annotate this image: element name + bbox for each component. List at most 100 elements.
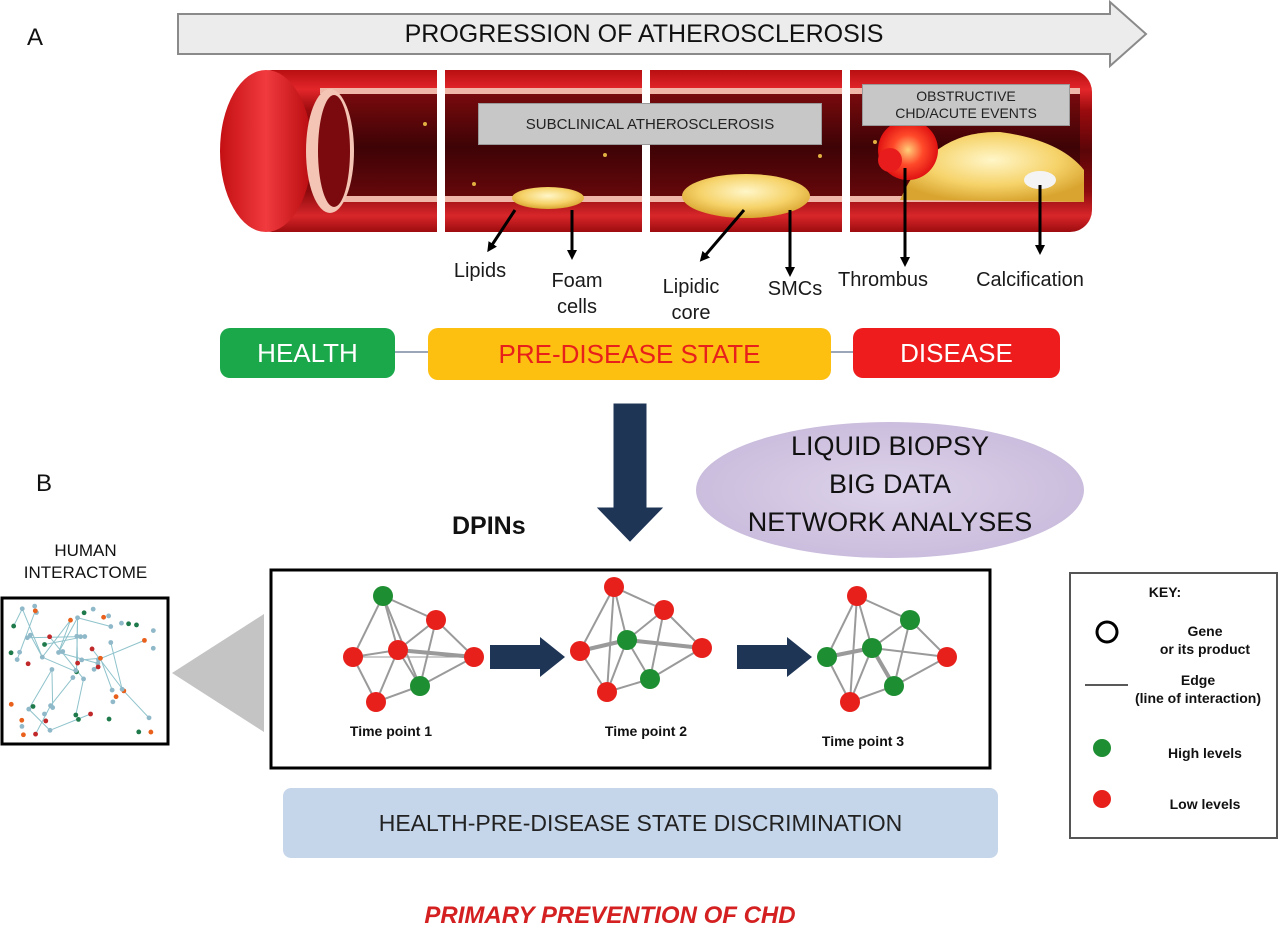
interactome-box — [0, 596, 170, 746]
feature-lipids-text: Lipids — [453, 260, 507, 282]
time-point-3-label: Time point 3 — [821, 733, 905, 749]
conclusion-text: PRIMARY PREVENTION OF CHD — [424, 902, 796, 929]
feature-smcs: SMCs — [755, 276, 835, 302]
health-stage: HEALTH — [220, 328, 395, 378]
interactome-node — [26, 706, 32, 712]
interactome-node — [95, 660, 101, 666]
progression-title: PROGRESSION OF ATHEROSCLEROSIS — [404, 19, 884, 48]
interactome-node — [74, 633, 80, 639]
interactome-node — [108, 624, 114, 629]
interactome-node — [19, 717, 25, 723]
interactome-edge — [28, 708, 51, 731]
interactome-edge — [75, 678, 85, 716]
interactome-node — [78, 634, 84, 640]
interactome-node — [108, 640, 114, 645]
discrimination-box: HEALTH-PRE-DISEASE STATE DISCRIMINATION — [283, 788, 998, 858]
interactome-node — [146, 715, 152, 721]
tools-text: LIQUID BIOPSY BIG DATA NETWORK ANALYSES — [690, 427, 1090, 541]
interactome-node — [98, 655, 103, 661]
interactome-graph — [8, 603, 156, 738]
interactome-node — [47, 727, 53, 733]
feature-thrombus: Thrombus — [828, 267, 938, 293]
interactome-node — [17, 649, 23, 655]
interactome-edge — [91, 648, 125, 692]
obstructive-label: OBSTRUCTIVE CHD/ACUTE EVENTS — [862, 84, 1070, 126]
feature-foam-cells: Foam cells — [537, 268, 617, 320]
feature-calcification-text: Calcification — [976, 269, 1084, 291]
key-gene-line1: Gene — [1187, 623, 1223, 639]
network-time-point-2 — [570, 577, 712, 702]
interactome-line1: HUMAN — [54, 541, 117, 560]
tools-oval — [696, 422, 1084, 558]
interactome-node — [8, 701, 14, 707]
interactome-node — [11, 623, 17, 629]
interactome-edge — [58, 620, 71, 653]
interactome-node — [110, 699, 116, 705]
interactome-edge — [99, 658, 113, 691]
interactome-node — [42, 711, 47, 717]
panel-a-label: A — [27, 24, 44, 51]
interactome-node — [119, 620, 124, 626]
interactome-edge — [28, 669, 53, 710]
interactome-node — [32, 603, 38, 609]
interactome-node — [19, 724, 25, 729]
interactome-node — [60, 649, 66, 654]
interactome-node — [19, 606, 25, 612]
progression-arrow — [177, 0, 1148, 69]
interactome-edge — [121, 688, 150, 719]
interactome-edge — [50, 677, 74, 706]
network-time-point-1 — [343, 586, 484, 712]
interactome-node — [101, 614, 107, 620]
interactome-node — [30, 704, 36, 709]
gene-symbol-icon — [1095, 620, 1119, 644]
left-triangle — [172, 614, 264, 732]
tools-line2: BIG DATA — [828, 469, 951, 499]
down-arrow — [596, 403, 664, 542]
key-edge: Edge (line of interaction) — [1120, 671, 1276, 707]
time-point-1-label: Time point 1 — [349, 723, 433, 739]
interactome-node — [106, 613, 112, 619]
interactome-node — [39, 654, 45, 660]
interactome-edge — [27, 636, 81, 639]
feature-lipidic-line2: core — [671, 302, 711, 324]
interactome-node — [142, 637, 147, 643]
time-point-2-label: Time point 2 — [604, 723, 688, 739]
interactome-node — [14, 657, 20, 662]
tools-line3: NETWORK ANALYSES — [747, 507, 1033, 537]
interactome-node — [73, 668, 79, 673]
interactome-node — [89, 646, 95, 652]
interactome-node — [76, 717, 81, 722]
obstructive-label-line2: CHD/ACUTE EVENTS — [895, 105, 1037, 121]
time-arrows — [490, 637, 812, 677]
interactome-edge — [77, 617, 111, 628]
feature-foam-line2: cells — [556, 296, 597, 318]
interactome-line2: INTERACTOME — [23, 563, 148, 582]
interactome-node — [81, 610, 87, 616]
interactome-node — [32, 608, 38, 614]
interactome-node — [25, 661, 31, 667]
interactome-edge — [13, 608, 23, 627]
feature-smcs-text: SMCs — [767, 278, 823, 300]
interactome-node — [134, 622, 139, 628]
interactome-node — [148, 729, 154, 735]
lipids-arrow — [487, 209, 517, 253]
interactome-node — [73, 712, 79, 718]
interactome-node — [68, 617, 73, 623]
feature-calcification: Calcification — [960, 267, 1100, 293]
interactome-node — [28, 632, 33, 638]
interactome-node — [113, 694, 119, 700]
panel-b-label: B — [36, 470, 53, 497]
disease-stage: DISEASE — [853, 328, 1060, 378]
feature-foam-line1: Foam — [551, 270, 603, 292]
feature-lipidic-line1: Lipidic — [662, 276, 720, 298]
interactome-node — [8, 650, 14, 656]
tools-line1: LIQUID BIOPSY — [790, 431, 990, 461]
interactome-node — [150, 645, 156, 651]
interactome-edge — [42, 656, 77, 673]
interactome-node — [47, 634, 53, 640]
interactome-node — [48, 703, 53, 709]
key-edge-line2: (line of interaction) — [1135, 690, 1261, 706]
lipidic-core-arrow — [699, 209, 746, 262]
interactome-node — [56, 650, 61, 655]
interactome-node — [70, 675, 76, 680]
